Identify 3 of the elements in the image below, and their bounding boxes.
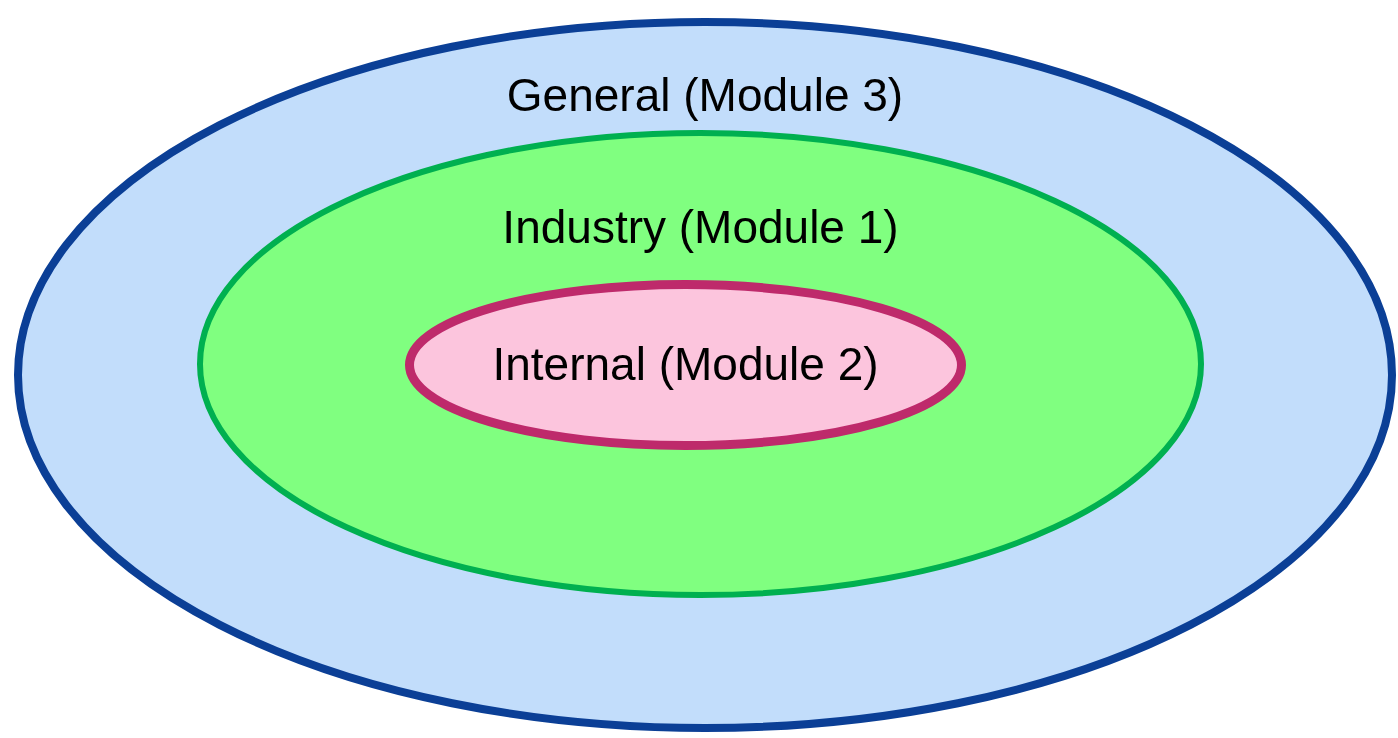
ring-label: General (Module 3) xyxy=(506,68,904,122)
ring-label: Industry (Module 1) xyxy=(502,200,899,254)
ring-label: Internal (Module 2) xyxy=(492,337,879,391)
